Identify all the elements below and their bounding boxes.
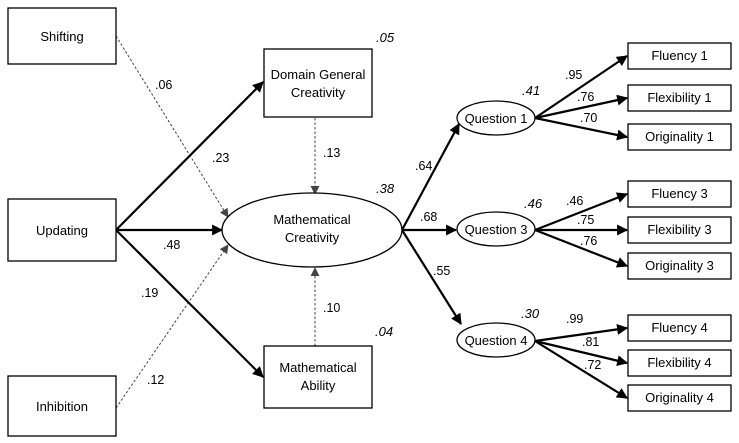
node-flexibility4-label: Flexibility 4: [647, 355, 711, 370]
node-fluency1-box: [627, 42, 732, 70]
node-fluency4-box: [627, 314, 732, 342]
r2-ma: .04: [375, 324, 393, 339]
r2-q4: .30: [521, 306, 540, 321]
coef-q4-fluency4: .99: [566, 312, 583, 326]
path-mc-to-q1: [401, 123, 460, 231]
node-updating-box: [7, 198, 117, 262]
node-question3-label: Question 3: [465, 222, 528, 237]
node-question3-ellipse: [456, 211, 536, 247]
r2-dgc: .05: [376, 30, 395, 45]
node-question1-ellipse: [456, 100, 536, 136]
coef-q1-originality1: .70: [580, 111, 597, 125]
node-updating-label: Updating: [36, 223, 88, 238]
node-dgc-label-line2: Creativity: [291, 85, 346, 100]
path-q4-to-flexibility4: [534, 339, 629, 367]
coef-shifting-mc: .06: [155, 78, 172, 92]
coef-q1-flexibility1: .76: [577, 90, 594, 104]
path-q1-to-originality1: [534, 116, 629, 141]
node-originality3-label: Originality 3: [645, 258, 714, 273]
r2-q1: .41: [522, 83, 540, 98]
coef-q4-flexibility4: .81: [582, 335, 599, 349]
r2-q3: .46: [524, 196, 543, 211]
path-q1-to-fluency1: [534, 55, 628, 119]
path-q4-to-originality4: [534, 340, 628, 399]
coef-q3-flexibility3: .75: [577, 213, 594, 227]
node-flexibility3-box: [627, 216, 732, 244]
node-flexibility1-box: [627, 84, 732, 112]
path-q3-to-originality3: [534, 228, 629, 268]
node-ma-label-line1: Mathematical: [279, 360, 356, 375]
node-inhibition-box: [7, 375, 117, 437]
node-originality3-box: [627, 252, 732, 280]
coef-mc-q1: .64: [415, 159, 432, 173]
node-fluency1-label: Fluency 1: [651, 48, 707, 63]
node-question4-ellipse: [456, 322, 536, 358]
node-flexibility1-label: Flexibility 1: [647, 90, 711, 105]
node-ma-label-line2: Ability: [301, 378, 336, 393]
node-mathematical-ability-box: [263, 345, 373, 409]
node-domain-general-creativity-box: [263, 48, 373, 118]
node-mathematical-creativity-ellipse: [221, 192, 403, 268]
coef-q1-fluency1: .95: [565, 68, 582, 82]
coef-mc-q3: .68: [420, 210, 437, 224]
node-originality1-box: [627, 123, 732, 151]
node-originality1-label: Originality 1: [645, 129, 714, 144]
r2-mc: .38: [376, 181, 395, 196]
coef-inhibition-mc: .12: [147, 373, 164, 387]
node-fluency4-label: Fluency 4: [651, 320, 707, 335]
path-shifting-to-mc: [115, 35, 229, 218]
coef-ma-mc: .10: [323, 301, 340, 315]
node-shifting-label: Shifting: [40, 29, 83, 44]
node-shifting-box: [7, 7, 117, 65]
node-flexibility3-label: Flexibility 3: [647, 222, 711, 237]
node-originality4-box: [627, 384, 732, 412]
path-q3-to-fluency3: [534, 192, 629, 232]
coef-dgc-mc: .13: [323, 146, 340, 160]
path-inhibition-to-mc: [115, 244, 229, 409]
node-dgc-label-line1: Domain General: [271, 67, 366, 82]
node-originality4-label: Originality 4: [645, 390, 714, 405]
coef-q3-originality3: .76: [580, 234, 597, 248]
coef-updating-ma: .19: [141, 286, 158, 300]
coef-q3-fluency3: .46: [566, 194, 583, 208]
node-fluency3-label: Fluency 3: [651, 186, 707, 201]
path-mc-to-q4: [401, 229, 462, 325]
node-fluency3-box: [627, 180, 732, 208]
node-inhibition-label: Inhibition: [36, 399, 88, 414]
coef-mc-q4: .55: [433, 264, 450, 278]
path-updating-to-ma: [115, 229, 264, 378]
path-q1-to-flexibility1: [534, 94, 629, 120]
node-mc-label-line1: Mathematical: [273, 212, 350, 227]
coef-updating-mc: .48: [163, 238, 180, 252]
path-q4-to-fluency4: [534, 323, 629, 343]
node-flexibility4-box: [627, 349, 732, 377]
coef-q4-originality4: .72: [584, 358, 601, 372]
node-question4-label: Question 4: [465, 333, 528, 348]
path-updating-to-dgc: [115, 81, 264, 231]
coef-updating-dgc: .23: [212, 151, 229, 165]
node-mc-label-line2: Creativity: [285, 230, 340, 245]
node-question1-label: Question 1: [465, 111, 528, 126]
